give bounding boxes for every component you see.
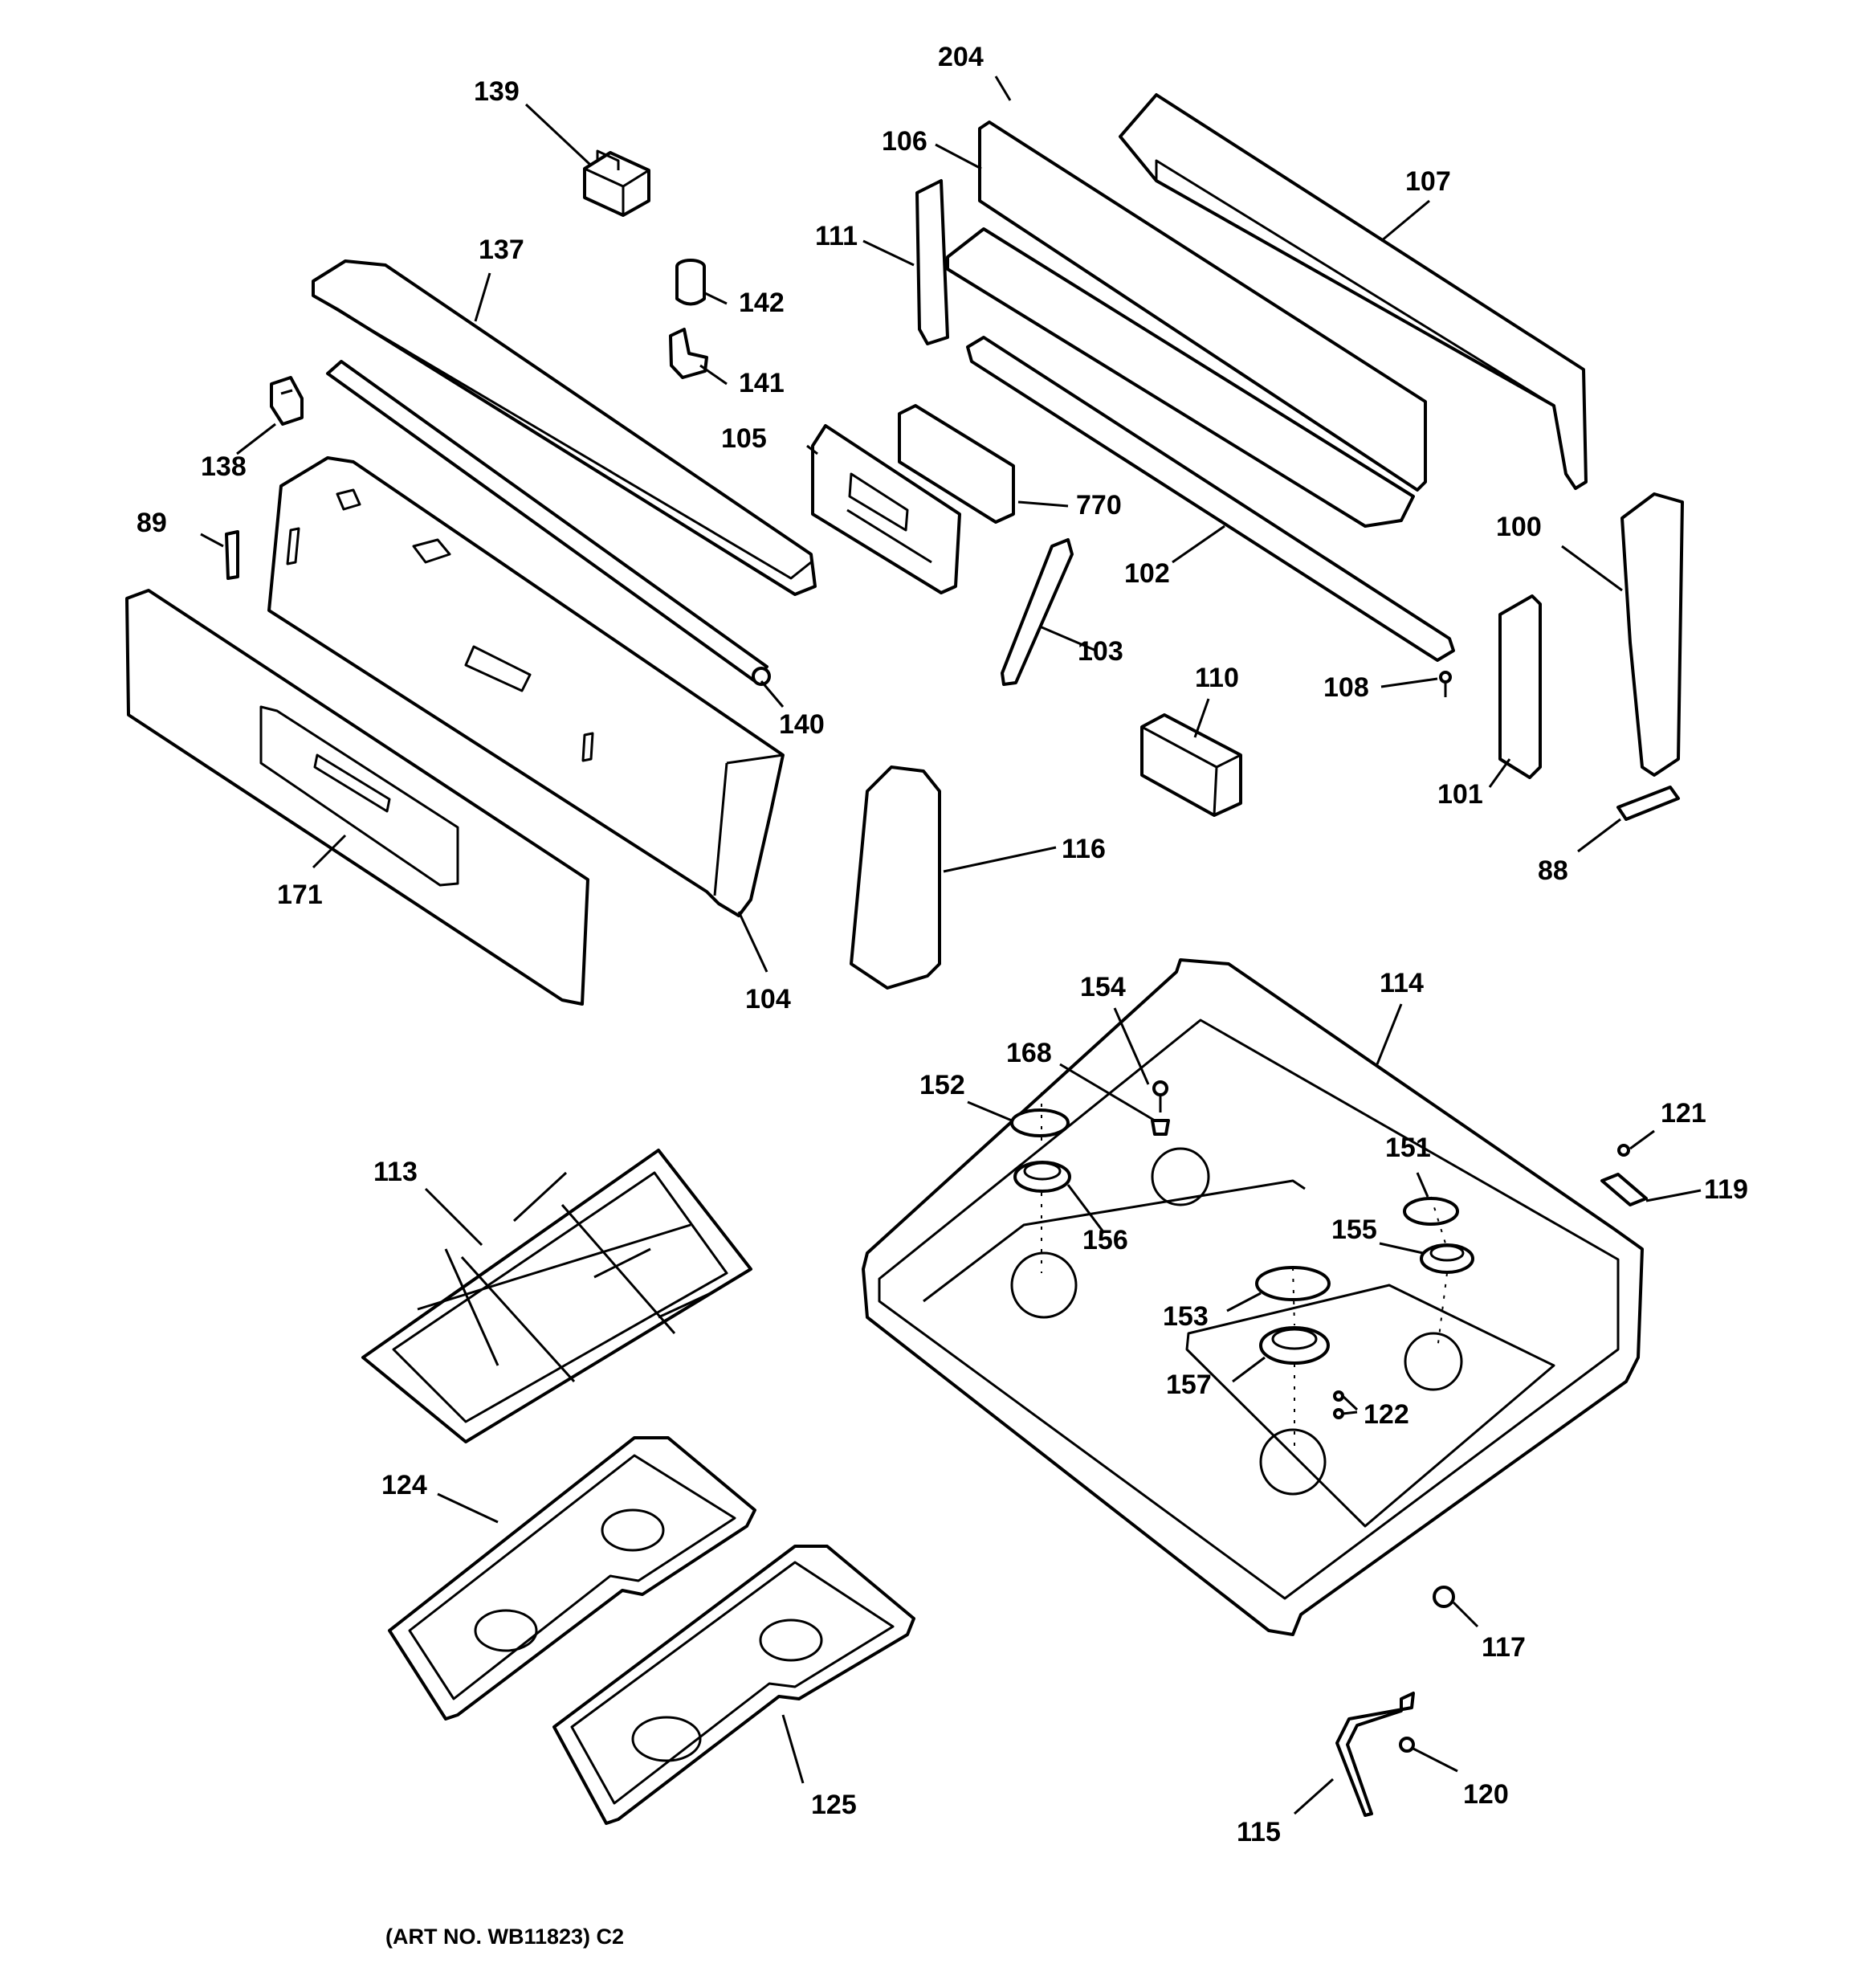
- burner-153: [1255, 1266, 1331, 1301]
- burner-151: [1403, 1197, 1459, 1226]
- part-110: [1140, 713, 1242, 817]
- part-number-labels: 204 139 106 107 111 137 142 141 138 105 …: [137, 42, 1748, 1847]
- part-104: [267, 456, 785, 917]
- label-104: 104: [745, 984, 791, 1014]
- part-121: [1617, 1144, 1630, 1157]
- part-124: [388, 1436, 756, 1721]
- part-141: [669, 328, 708, 379]
- label-102: 102: [1124, 558, 1170, 589]
- label-124: 124: [381, 1470, 427, 1500]
- part-106: [946, 120, 1427, 528]
- label-115: 115: [1237, 1817, 1281, 1847]
- label-88: 88: [1538, 855, 1568, 886]
- part-88: [1616, 786, 1680, 821]
- part-116: [850, 765, 941, 990]
- part-103: [1001, 538, 1074, 686]
- label-171: 171: [277, 880, 323, 910]
- leader-lines: [200, 76, 1702, 1815]
- label-110: 110: [1195, 663, 1239, 693]
- label-137: 137: [479, 235, 524, 265]
- label-89: 89: [137, 508, 167, 538]
- burner-157: [1259, 1326, 1330, 1365]
- burner-154: [1152, 1080, 1168, 1112]
- burner-152: [1010, 1108, 1070, 1137]
- label-140: 140: [779, 709, 825, 740]
- part-120: [1399, 1737, 1415, 1753]
- label-101: 101: [1437, 779, 1483, 810]
- label-106: 106: [882, 126, 927, 157]
- burner-155: [1420, 1243, 1474, 1274]
- part-117: [1433, 1586, 1455, 1608]
- part-111: [915, 179, 949, 345]
- label-154: 154: [1080, 972, 1126, 1002]
- burner-168: [1151, 1119, 1170, 1136]
- label-204: 204: [938, 42, 984, 72]
- burner-156: [1013, 1161, 1071, 1193]
- label-108: 108: [1323, 672, 1369, 703]
- part-108: [1439, 671, 1452, 697]
- part-107: [1119, 93, 1588, 490]
- label-103: 103: [1078, 636, 1123, 667]
- part-171: [125, 589, 589, 1006]
- label-125: 125: [811, 1790, 857, 1820]
- part-125: [552, 1545, 915, 1825]
- part-770: [898, 404, 1015, 524]
- part-105: [811, 424, 961, 594]
- label-105: 105: [721, 423, 767, 454]
- label-111: 111: [815, 221, 858, 251]
- part-140: [326, 360, 771, 686]
- part-113: [361, 1149, 752, 1443]
- art-number: (ART NO. WB11823) C2: [385, 1925, 624, 1949]
- label-156: 156: [1082, 1225, 1128, 1255]
- label-141: 141: [739, 368, 785, 398]
- label-139: 139: [474, 76, 520, 107]
- part-137: [312, 259, 817, 596]
- label-138: 138: [201, 451, 247, 482]
- part-89: [225, 530, 239, 580]
- label-153: 153: [1163, 1301, 1209, 1332]
- label-119: 119: [1704, 1174, 1748, 1205]
- label-155: 155: [1331, 1214, 1377, 1245]
- label-113: 113: [373, 1157, 418, 1187]
- part-119: [1600, 1173, 1648, 1206]
- part-101: [1498, 594, 1542, 779]
- label-100: 100: [1496, 512, 1542, 542]
- label-142: 142: [739, 288, 785, 318]
- label-121: 121: [1661, 1098, 1706, 1129]
- part-100: [1620, 492, 1684, 777]
- label-116: 116: [1062, 834, 1106, 864]
- part-142: [675, 259, 706, 306]
- label-152: 152: [919, 1070, 965, 1100]
- label-122: 122: [1364, 1399, 1409, 1430]
- part-102: [966, 336, 1455, 662]
- part-139: [583, 149, 650, 217]
- label-770: 770: [1076, 490, 1122, 520]
- label-107: 107: [1405, 166, 1451, 197]
- label-114: 114: [1380, 968, 1424, 998]
- label-120: 120: [1463, 1779, 1509, 1810]
- label-151: 151: [1385, 1133, 1431, 1163]
- part-115: [1335, 1692, 1415, 1817]
- part-138: [270, 376, 304, 426]
- label-168: 168: [1006, 1038, 1052, 1068]
- label-157: 157: [1166, 1370, 1212, 1400]
- label-117: 117: [1482, 1632, 1526, 1663]
